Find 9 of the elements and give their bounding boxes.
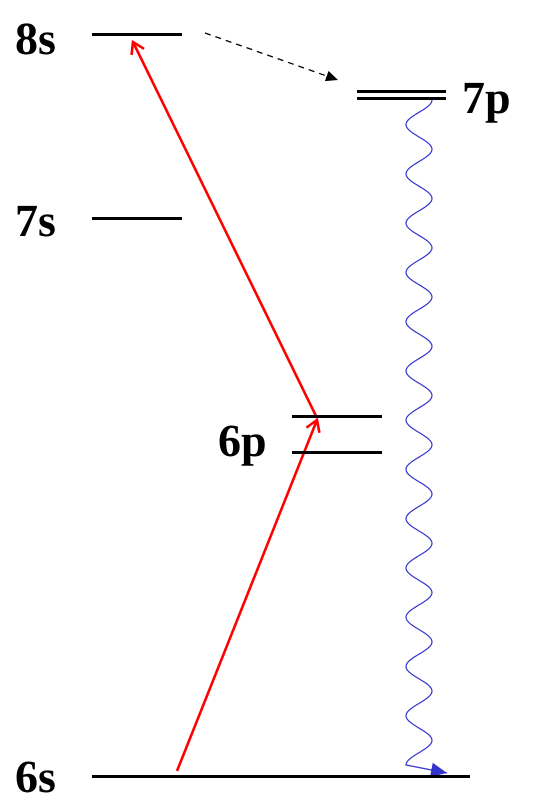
level-label: 6s [15,754,56,800]
arrow [130,40,318,419]
arrow [405,100,448,778]
level-label: 8s [15,16,56,62]
level-label: 6p [218,418,267,464]
arrow [176,418,321,772]
level-label: 7p [462,75,511,121]
arrow [204,32,338,82]
level-label: 7s [15,198,56,244]
